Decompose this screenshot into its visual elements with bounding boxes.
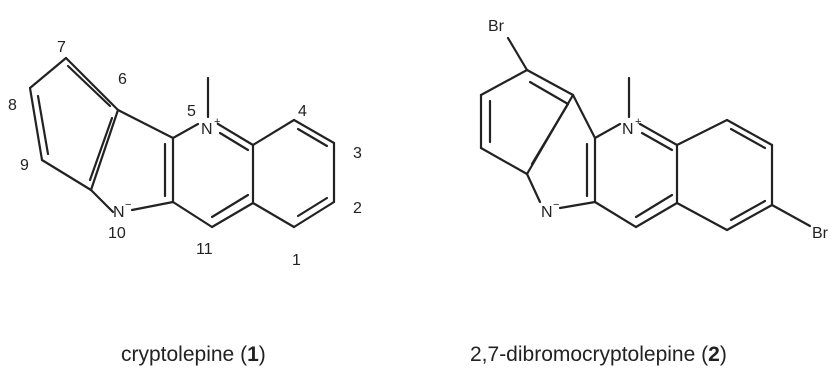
caption-dibromocryptolepine: 2,7-dibromocryptolepine (2) — [470, 343, 727, 366]
molecule-cryptolepine: N + N − 1 2 3 4 5 6 7 8 9 10 11 cryptole… — [8, 39, 362, 366]
caption-name: cryptolepine ( — [121, 343, 247, 366]
bond-double-inner — [210, 193, 250, 219]
caption-cryptolepine: cryptolepine (1) — [121, 343, 266, 366]
bond — [525, 172, 542, 204]
caption-close: ) — [259, 343, 266, 366]
caption-close: ) — [720, 343, 727, 366]
bond-double-inner — [528, 80, 570, 106]
atom-br-right: Br — [812, 225, 829, 242]
position-label-5: 5 — [187, 103, 196, 120]
atom-n-anion: N — [113, 204, 125, 221]
bond — [593, 122, 622, 140]
bond — [675, 118, 729, 147]
bond — [171, 122, 200, 140]
bond — [89, 108, 120, 192]
bond — [116, 108, 175, 140]
bond-double-inner — [88, 116, 114, 182]
bond-double-inner — [296, 196, 329, 218]
bond — [725, 203, 774, 232]
bond — [479, 146, 529, 176]
bond — [89, 188, 115, 214]
position-label-4: 4 — [298, 103, 307, 120]
bond — [171, 200, 214, 229]
charge-plus: + — [635, 116, 641, 128]
bond-br-left — [506, 36, 529, 72]
position-label-9: 9 — [20, 157, 29, 174]
bond-double-inner — [729, 199, 767, 222]
bond — [479, 68, 529, 97]
bond — [40, 158, 93, 192]
bond — [558, 200, 597, 210]
bond — [210, 201, 255, 229]
bond — [593, 200, 638, 229]
bond-double-inner — [218, 131, 250, 152]
molecule-dibromocryptolepine: N + N − Br Br 2,7-dibromocryptolepine (2… — [470, 18, 829, 366]
position-label-3: 3 — [353, 145, 362, 162]
atom-br-left: Br — [488, 18, 505, 35]
bond-br-right — [770, 203, 812, 228]
caption-name: 2,7-dibromocryptolepine ( — [470, 343, 708, 366]
bond — [130, 200, 175, 212]
bond — [28, 86, 44, 162]
bond — [571, 93, 597, 140]
bond — [28, 56, 68, 90]
bond — [292, 200, 336, 229]
charge-minus: − — [553, 199, 559, 211]
bond — [216, 122, 255, 147]
atom-n-cation: N — [201, 121, 213, 138]
bond — [725, 118, 774, 147]
bond — [251, 118, 296, 147]
charge-minus: − — [125, 199, 131, 211]
position-label-6: 6 — [118, 71, 127, 88]
bond — [251, 201, 296, 229]
bond-double-inner — [634, 193, 674, 219]
bond-double-inner — [296, 127, 329, 148]
caption-number: 1 — [247, 343, 259, 366]
position-label-8: 8 — [8, 97, 17, 114]
position-label-11: 11 — [196, 241, 213, 258]
atom-n-anion: N — [541, 204, 553, 221]
bond-double-inner — [66, 64, 112, 108]
bond-double-inner — [640, 131, 674, 152]
atom-n-cation: N — [622, 121, 634, 138]
bond — [638, 122, 679, 147]
caption-number: 2 — [708, 343, 720, 366]
charge-plus: + — [214, 116, 220, 128]
position-label-2: 2 — [353, 200, 362, 217]
bond-double-inner — [530, 102, 570, 166]
position-label-10: 10 — [108, 225, 126, 242]
bond — [634, 201, 679, 229]
bond — [675, 201, 729, 232]
bond — [525, 68, 575, 97]
bond — [64, 56, 120, 112]
bond — [292, 118, 336, 145]
bond-double-inner — [36, 94, 50, 156]
position-label-7: 7 — [57, 39, 66, 56]
position-label-1: 1 — [292, 252, 301, 269]
bond-double-inner — [729, 127, 767, 150]
